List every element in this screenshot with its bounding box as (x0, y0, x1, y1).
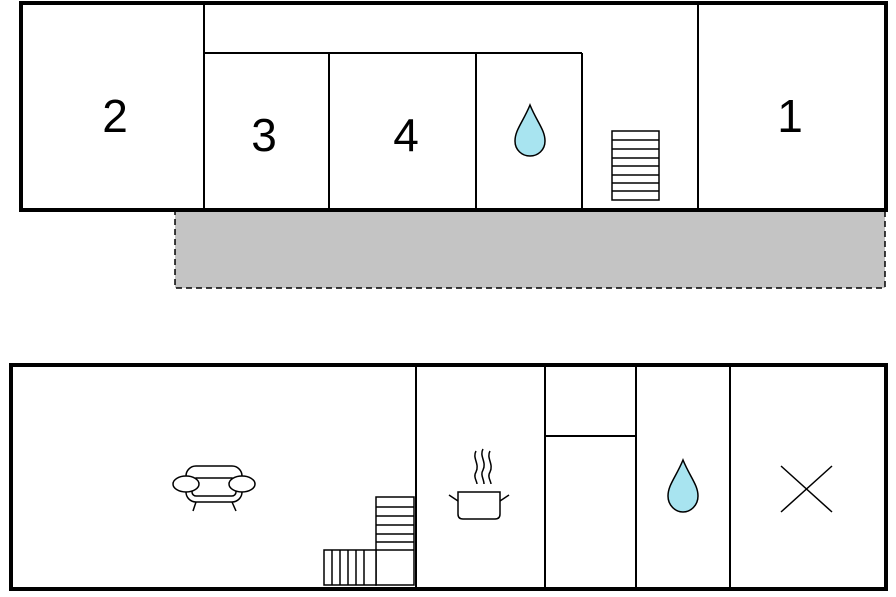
ground-floor (9, 363, 888, 591)
water-drop-icon (514, 103, 546, 157)
staircase-icon (323, 496, 415, 586)
staircase-icon (611, 130, 660, 201)
upper-floor-walls (203, 3, 699, 210)
ground-floor-outline (9, 363, 888, 591)
water-drop-icon (667, 458, 699, 513)
room-1-label: 1 (777, 90, 803, 142)
room-3-label: 3 (251, 109, 277, 161)
ground-floor-walls (415, 365, 731, 589)
cross-icon (780, 465, 833, 513)
sofa-icon (172, 465, 256, 512)
room-2-label: 2 (102, 90, 128, 142)
upper-floor: 2 3 4 1 (19, 1, 888, 289)
terrace (174, 210, 886, 289)
cooking-pot-icon (448, 448, 510, 520)
upper-floor-outline (19, 1, 888, 212)
room-4-label: 4 (393, 109, 419, 161)
